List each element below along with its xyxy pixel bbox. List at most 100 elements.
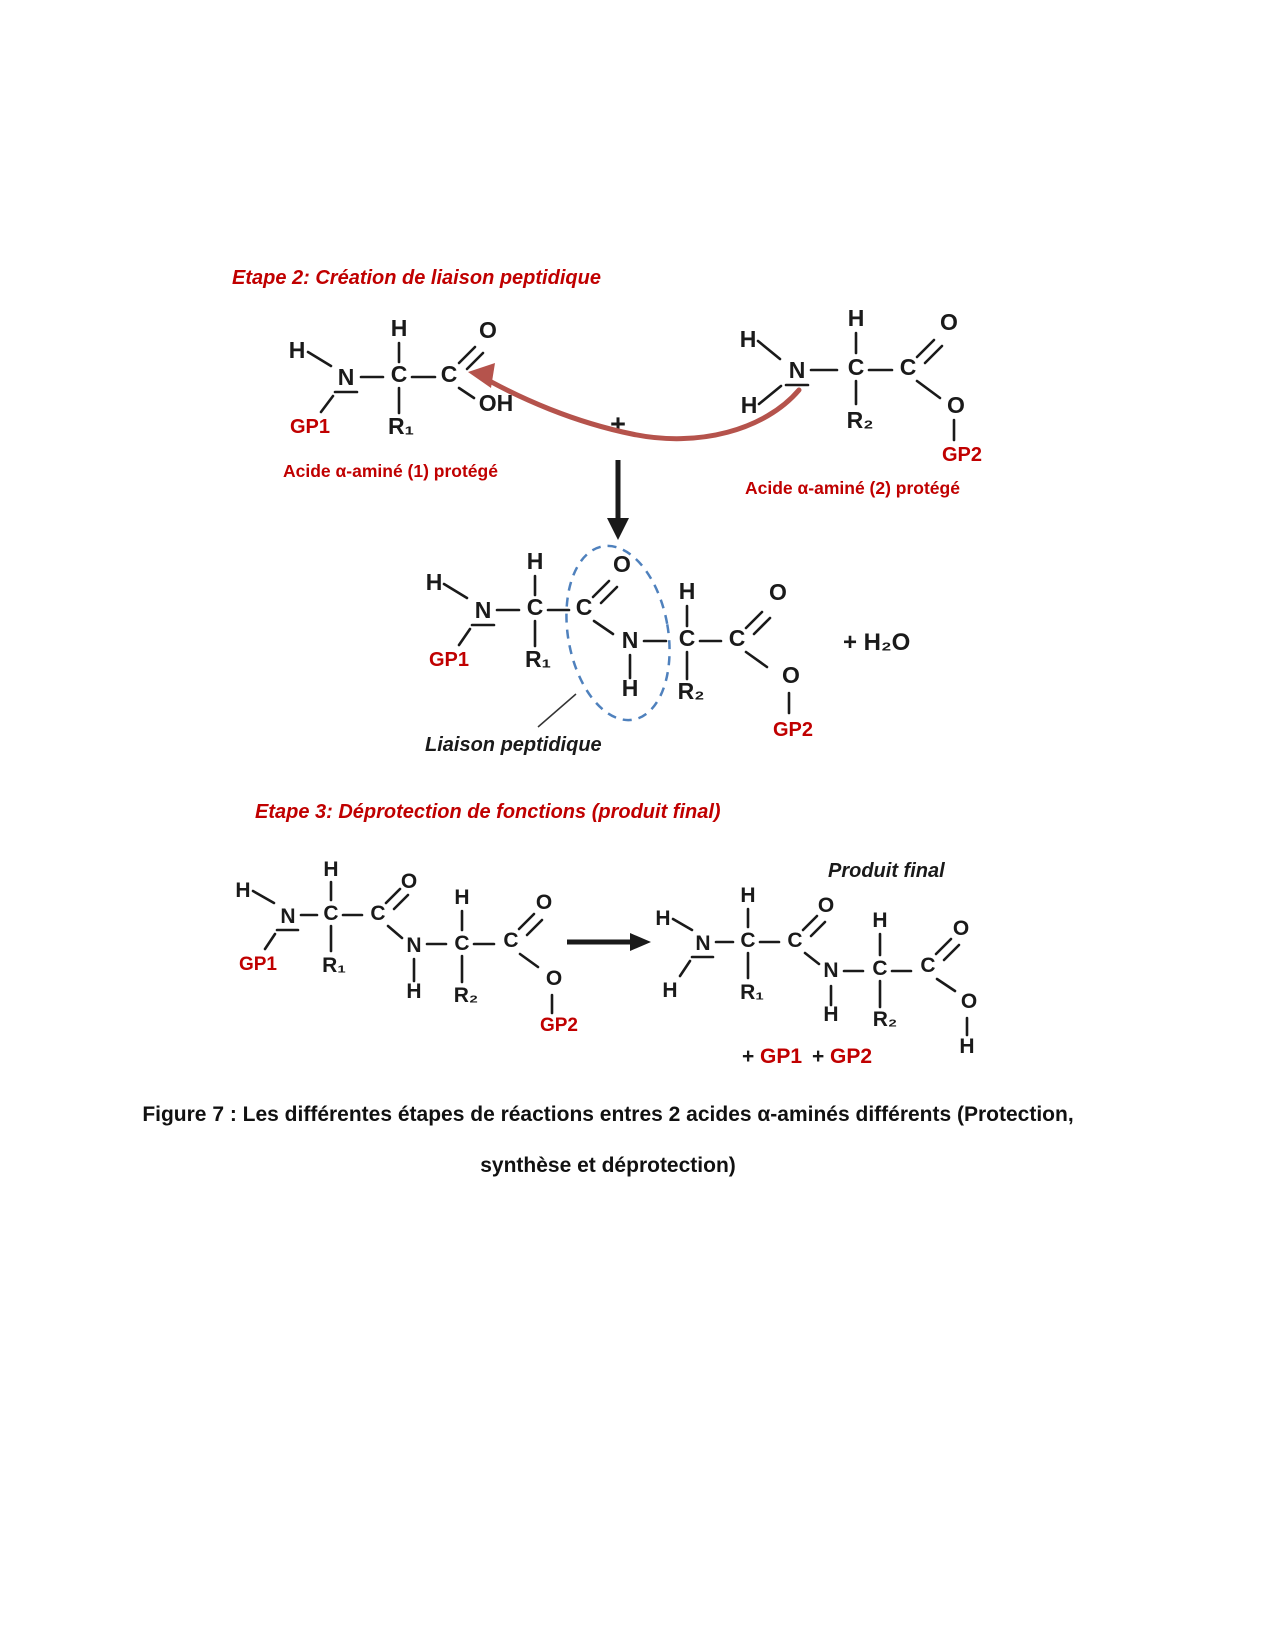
atom-n: N [823,959,838,982]
atom-c: C [391,361,408,387]
double-bond-line [457,345,477,365]
atom-c: C [441,361,458,387]
atom-r2: R₂ [873,1008,898,1031]
gp2-byproduct: GP2 [830,1045,872,1068]
atom-n: N [406,934,421,957]
atom-h: H [823,1003,838,1026]
atom-c: C [920,954,935,977]
atom-r2: R₂ [678,678,705,704]
atom-h: H [622,675,639,701]
atom-o: O [536,891,552,914]
double-bond-line [525,918,544,937]
bond [744,650,769,669]
atom-c: C [323,902,338,925]
atom-o: O [479,317,497,343]
atom-n: N [622,627,639,653]
bond [306,350,333,368]
atom-h: H [289,337,306,363]
bond [457,627,472,647]
pointer-line [537,693,577,728]
atom-h: H [426,569,443,595]
protected-dipeptide-structure: H N GP1 C H R₁ C O N H C H R₂ C O O GP2 [235,858,578,1036]
atom-r1: R₁ [388,413,414,439]
acid2-label: Acide α-aminé (2) protégé [745,478,960,498]
bond [678,959,692,978]
amino-acid-1-structure: H N GP1 C H R₁ C O OH [289,315,514,439]
atom-o: O [940,309,958,335]
double-bond-line [392,893,410,911]
double-bond-line [809,920,827,938]
bond [592,619,615,636]
bond [757,384,783,406]
atom-h: H [655,907,670,930]
bond [457,386,476,400]
atom-n: N [338,364,355,390]
atom-o: O [961,990,977,1013]
bond [935,977,957,993]
gp1-label: GP1 [429,649,469,671]
atom-o: O [947,392,965,418]
bond [756,339,782,361]
gp2-label: GP2 [942,444,982,466]
gp1-label: GP1 [239,954,277,975]
atom-c: C [679,625,696,651]
atom-c: C [729,625,746,651]
double-bond-line [591,579,611,599]
arrow-head [607,518,629,540]
atom-n: N [280,905,295,928]
atom-r2: R₂ [847,407,874,433]
bond [319,394,335,414]
plus-sign: + [812,1045,824,1068]
final-dipeptide-structure: H N H C H R₁ C O N H C H R₂ C O O H [655,884,977,1058]
bond [386,924,404,940]
atom-o: O [782,662,800,688]
bond [671,917,694,932]
gp2-label: GP2 [540,1015,578,1036]
atom-c: C [848,354,865,380]
atom-h: H [741,392,758,418]
atom-h: H [454,886,469,909]
atom-h: H [406,980,421,1003]
acid1-label: Acide α-aminé (1) protégé [283,461,498,481]
double-bond-line [384,887,402,905]
double-bond-line [752,616,772,636]
bond [915,379,942,400]
atom-o: O [613,551,631,577]
atom-c: C [740,929,755,952]
atom-oh: OH [479,390,514,416]
atom-c: C [370,902,385,925]
step2-title: Etape 2: Création de liaison peptidique [232,267,601,289]
bond [251,889,276,905]
atom-n: N [789,357,806,383]
double-bond-line [923,344,944,365]
gp1-byproduct: GP1 [760,1045,802,1068]
gp2-label: GP2 [773,719,813,741]
double-bond-line [801,914,819,932]
atom-h: H [391,315,408,341]
atom-c: C [787,929,802,952]
curved-arrow-path [483,376,802,442]
atom-n: N [695,932,710,955]
atom-h: H [323,858,338,881]
double-bond-line [465,351,485,371]
bond [803,951,821,966]
figure-caption-line2: synthèse et déprotection) [480,1154,736,1177]
atom-o: O [401,870,417,893]
curved-arrow-head [468,363,495,388]
byproducts-line: + GP1 + GP2 [742,1045,872,1068]
figure-caption-line1: Figure 7 : Les différentes étapes de réa… [142,1103,1073,1126]
atom-h: H [740,884,755,907]
arrow-head [630,933,651,951]
peptide-bond-label: Liaison peptidique [425,734,602,756]
reaction-down-arrow [607,460,629,540]
atom-c: C [900,354,917,380]
amino-acid-2-structure: H H N C H R₂ C O O GP2 [740,305,982,466]
atom-h: H [740,326,757,352]
atom-c: C [872,957,887,980]
double-bond-line [744,610,764,630]
step3-title: Etape 3: Déprotection de fonctions (prod… [255,801,721,823]
double-bond-line [942,943,961,962]
dipeptide-product-structure: H N GP1 C H R₁ C O N H C H R₂ C O O GP2 [426,548,813,741]
double-bond-line [915,338,936,359]
